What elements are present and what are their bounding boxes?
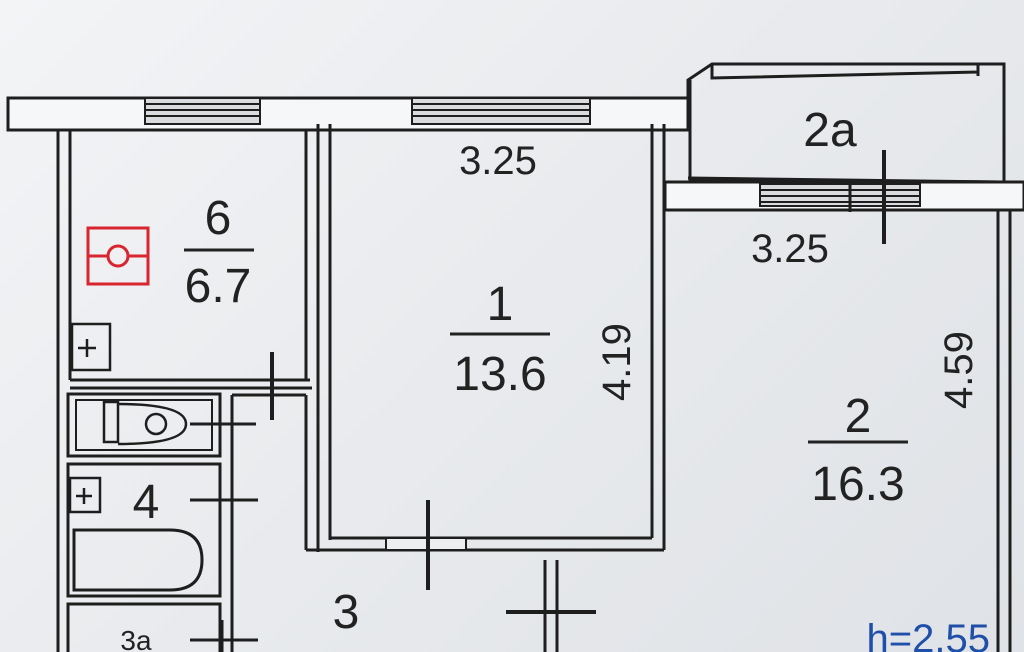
gas-boiler-icon: [86, 226, 150, 286]
room1-walls: [306, 124, 666, 590]
right-wall: [996, 210, 1012, 652]
room1-number: 1: [487, 278, 514, 331]
storage-room: [66, 602, 258, 652]
outlet-icon: [70, 322, 112, 372]
room2-width: 3.25: [751, 227, 829, 271]
storage-label: 3a: [120, 625, 152, 652]
room1-length: 4.19: [595, 323, 639, 401]
room4-number: 4: [133, 476, 160, 529]
room1-area: 13.6: [453, 348, 546, 401]
hallway-walls: [230, 393, 596, 652]
kitchen-walls: [70, 130, 312, 420]
room2-top-wall: [663, 150, 1024, 244]
outlet-icon: [68, 476, 102, 514]
left-wall: [56, 130, 72, 652]
toilet-room: [66, 392, 256, 458]
room6-area: 6.7: [185, 260, 252, 313]
toilet-icon: [102, 400, 188, 446]
room3-number: 3: [333, 586, 360, 639]
room2-number: 2: [845, 390, 872, 443]
bathroom-room: [66, 462, 258, 598]
bathtub-icon: [72, 528, 204, 592]
ceiling-height: h=2.55: [867, 617, 990, 652]
room2-length: 4.59: [937, 331, 981, 409]
balcony-label: 2a: [803, 104, 857, 157]
room1-width: 3.25: [459, 139, 537, 183]
room2-area: 16.3: [811, 458, 904, 511]
exterior-top-wall: [6, 96, 690, 132]
room6-number: 6: [205, 192, 232, 245]
